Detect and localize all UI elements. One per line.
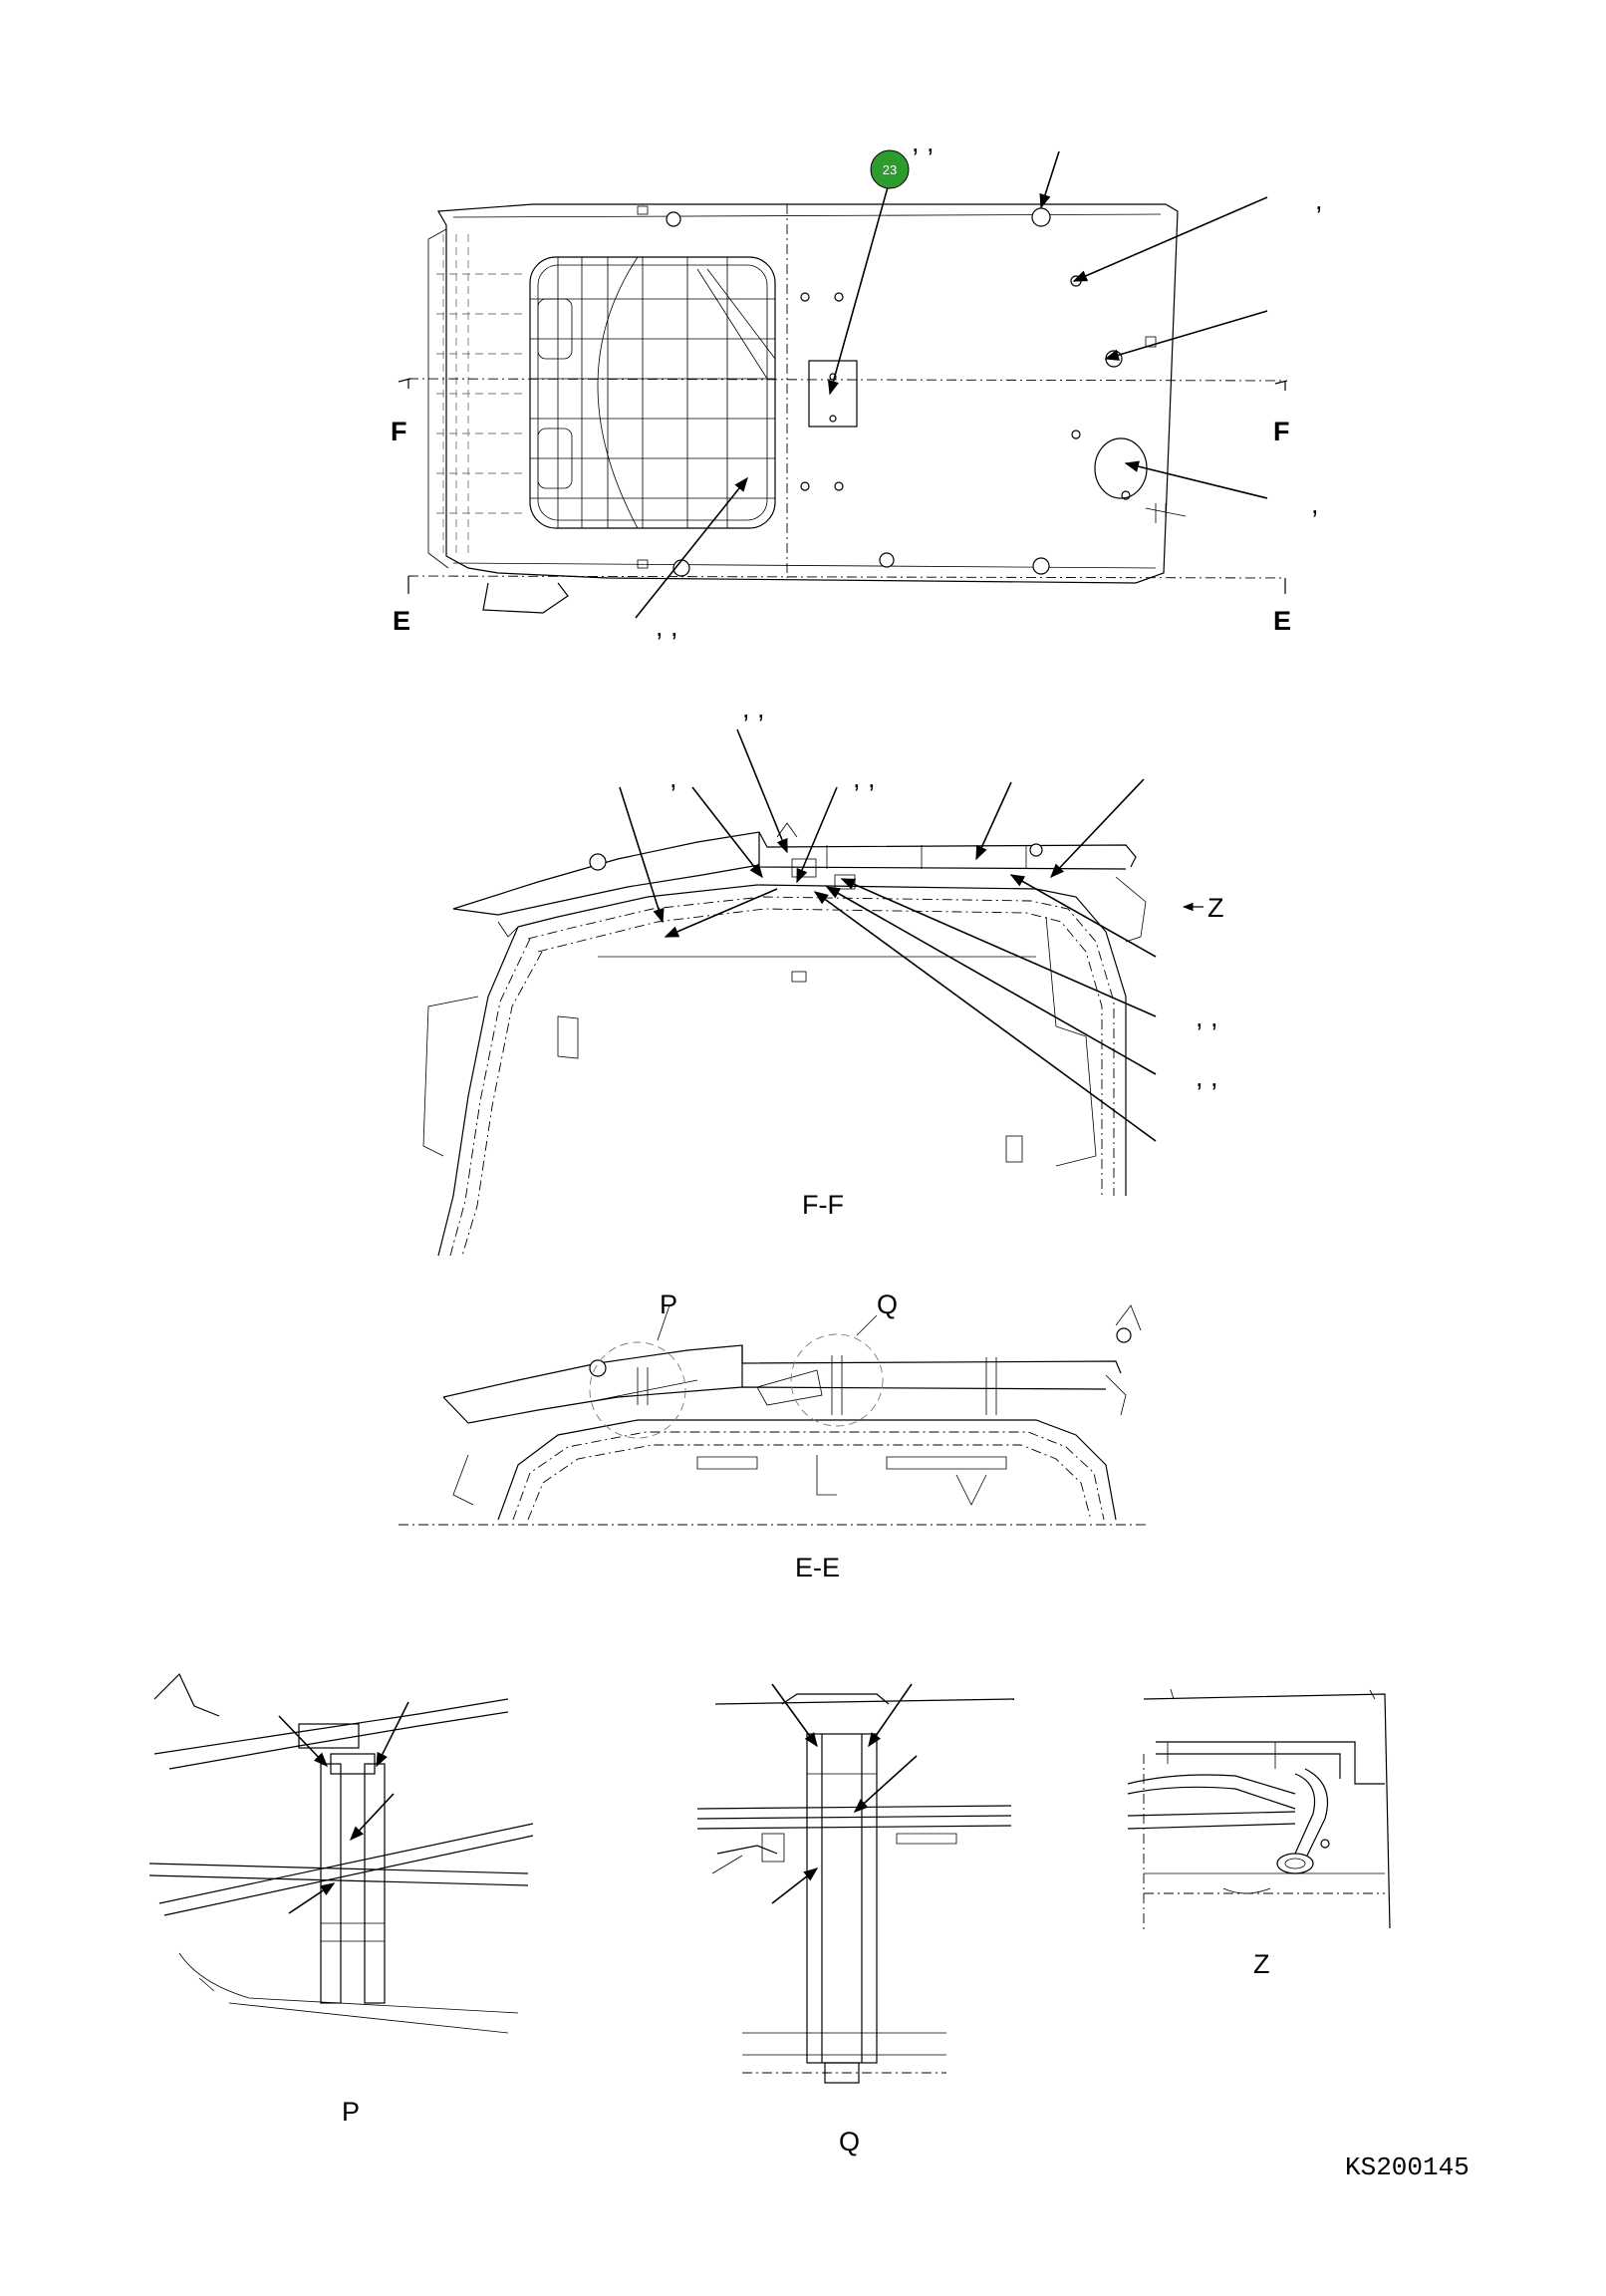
badge-number: 23 — [883, 162, 897, 177]
detail-z-label: Z — [1253, 1949, 1270, 1979]
callout-p-label: P — [660, 1290, 677, 1319]
section-ee-view — [399, 1304, 1146, 1526]
section-mark-f-right: F — [1273, 417, 1290, 446]
callout-ticks-ff-mid: , , — [853, 763, 876, 793]
detail-p-label: P — [342, 2097, 360, 2127]
section-mark-e-right: E — [1273, 606, 1291, 636]
top-view-leaders — [635, 150, 1268, 619]
detail-p-leaders — [278, 1701, 409, 1914]
section-ff-label: F-F — [802, 1190, 844, 1220]
section-mark-f-left: F — [391, 417, 407, 446]
callout-tick-ff-left: , — [669, 763, 677, 793]
callout-ticks-ff-r2: , , — [1196, 1062, 1218, 1092]
callout-ticks-ff-r1: , , — [1196, 1003, 1218, 1032]
callout-tick-a: , — [1315, 185, 1323, 215]
callout-ticks-badge: , , — [912, 128, 935, 157]
drawing-code: KS200145 — [1345, 2152, 1470, 2182]
top-view — [398, 203, 1288, 614]
detail-p-view — [148, 1672, 534, 2034]
callout-q-label: Q — [877, 1290, 898, 1319]
section-mark-e-left: E — [393, 606, 410, 636]
detail-z-view — [1127, 1688, 1391, 1933]
detail-q-leaders — [771, 1683, 918, 1904]
z-view-arrow-label: Z — [1207, 893, 1224, 923]
detail-q-label: Q — [839, 2127, 860, 2156]
part-number-badge[interactable]: 23 — [870, 149, 910, 189]
callout-ticks-c: , , — [656, 612, 678, 642]
callout-tick-b: , — [1311, 489, 1319, 519]
section-ee-label: E-E — [795, 1553, 840, 1582]
section-ff-leaders — [619, 728, 1204, 1142]
detail-q-view — [696, 1693, 1015, 2084]
section-ff-view — [422, 822, 1147, 1257]
callout-ticks-ff-top: , , — [742, 694, 765, 723]
